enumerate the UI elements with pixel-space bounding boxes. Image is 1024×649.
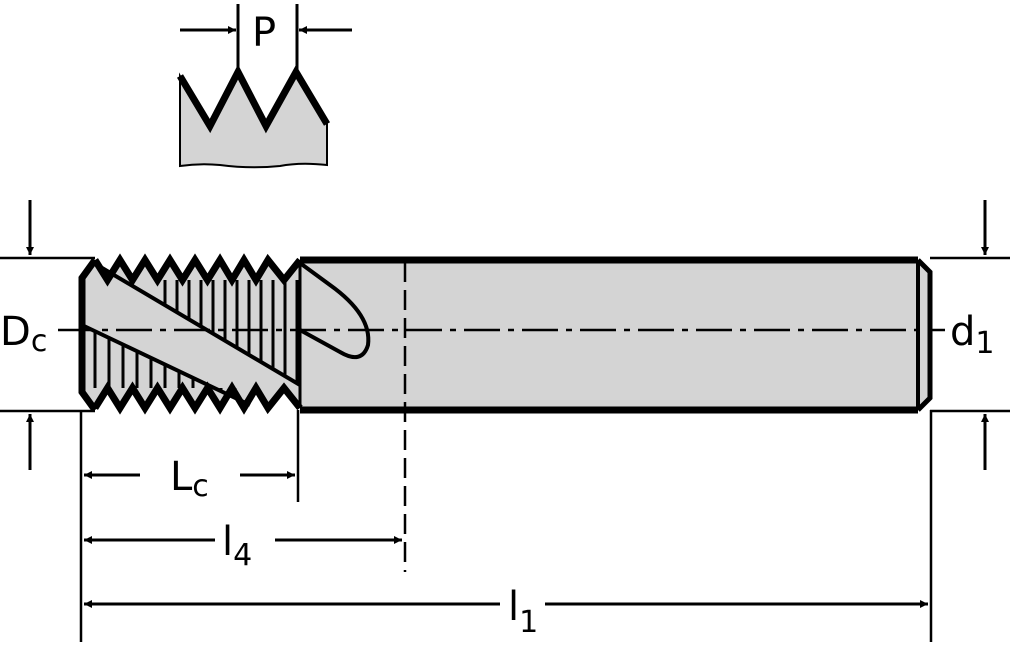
pitch-label: P: [252, 10, 276, 56]
thread-cutting-head: [78, 253, 371, 415]
extension-lines: [0, 256, 1010, 642]
thread-profile-detail: P: [176, 4, 352, 169]
l4-dimension: l4: [84, 519, 402, 573]
dc-label: Dc: [0, 309, 47, 359]
l4-label: l4: [222, 519, 252, 573]
l1-dimension: l1: [84, 584, 928, 640]
d1-label: d1: [950, 309, 994, 361]
flute-edge: [90, 260, 302, 387]
tool-shank: [300, 256, 933, 414]
d1-dimension: d1: [950, 200, 994, 470]
thread-crest-top: [92, 253, 303, 287]
flute-edge: [83, 324, 251, 407]
thread-crest-bottom: [92, 381, 303, 415]
l1-label: l1: [508, 584, 538, 640]
dc-dimension: Dc: [0, 200, 47, 470]
flute-runout: [298, 261, 371, 360]
lc-label: Lc: [170, 454, 209, 504]
lc-dimension: Lc: [84, 454, 295, 504]
